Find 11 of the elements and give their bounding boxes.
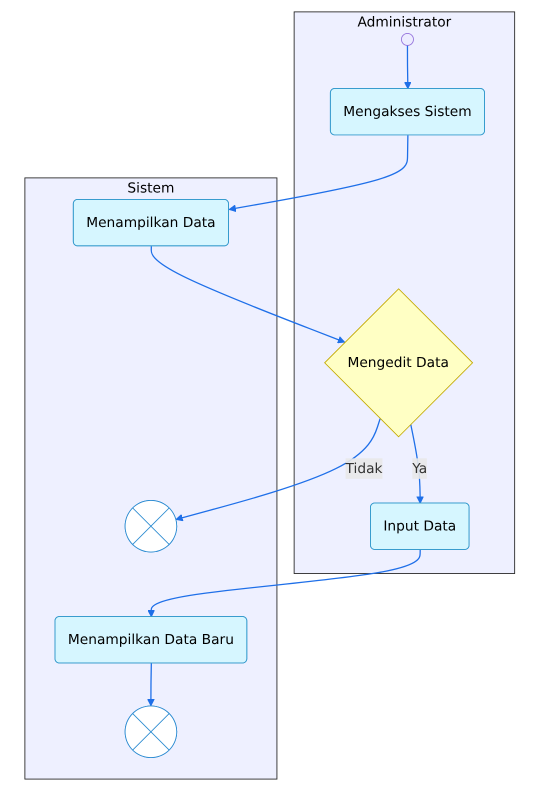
arrow xyxy=(150,246,346,344)
node-diamond: Mengedit Data xyxy=(324,288,474,438)
arrow xyxy=(176,418,381,522)
node-circle xyxy=(401,32,414,46)
edge-label: Ya xyxy=(412,460,428,476)
arrow xyxy=(404,45,412,90)
arrow xyxy=(410,424,424,504)
edge-label: Tidak xyxy=(346,460,383,476)
arrow xyxy=(147,663,155,706)
arrow xyxy=(228,135,409,212)
arrow xyxy=(148,550,422,618)
